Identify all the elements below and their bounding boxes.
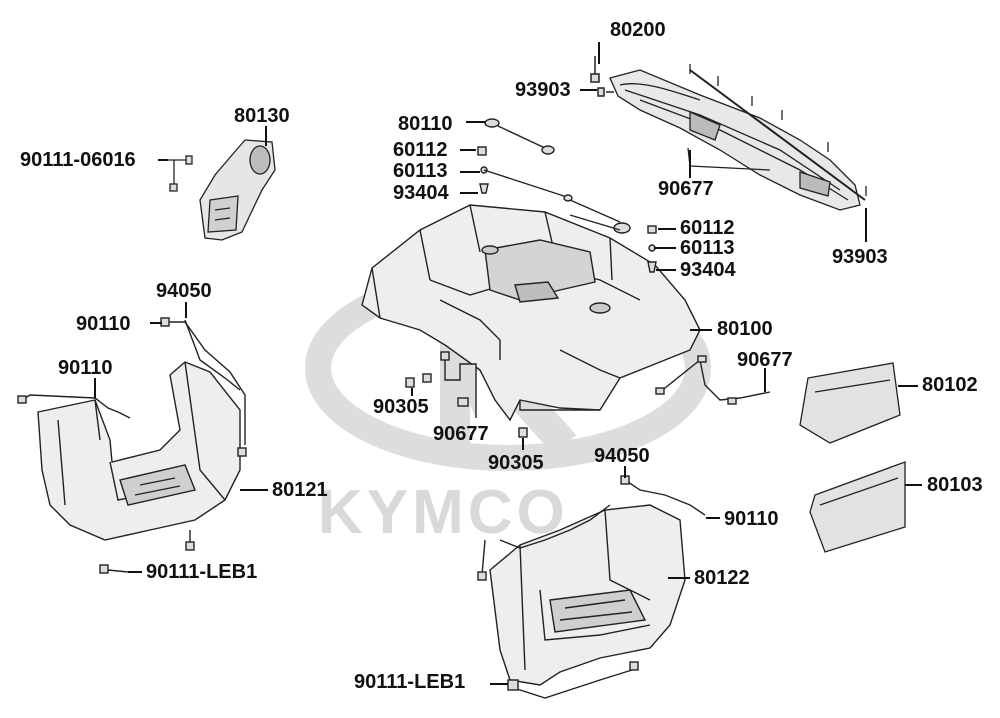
label-90305-bottom: 90305 bbox=[488, 452, 544, 474]
label-80200: 80200 bbox=[610, 19, 666, 41]
label-90677-top: 90677 bbox=[658, 178, 714, 200]
center-bolts bbox=[405, 351, 528, 438]
rear-rack-part bbox=[609, 64, 867, 211]
label-94050-left: 94050 bbox=[156, 280, 212, 302]
label-60112-right: 60112 bbox=[680, 217, 735, 239]
bolt-90111-06016 bbox=[166, 155, 193, 192]
pad-80102 bbox=[799, 362, 901, 444]
label-60112-left: 60112 bbox=[393, 139, 448, 161]
label-80103: 80103 bbox=[927, 474, 983, 496]
label-93903-top: 93903 bbox=[515, 79, 571, 101]
label-90110-right: 90110 bbox=[724, 508, 779, 530]
kymco-watermark-text: KYMCO bbox=[318, 478, 569, 547]
label-80110: 80110 bbox=[398, 113, 453, 135]
label-60113-right: 60113 bbox=[680, 237, 735, 259]
label-80100: 80100 bbox=[717, 318, 773, 340]
label-93404-right: 93404 bbox=[680, 259, 736, 281]
label-90305-left: 90305 bbox=[373, 396, 429, 418]
label-93903-right: 93903 bbox=[832, 246, 888, 268]
leader-lines bbox=[94, 42, 922, 685]
label-93404-left: 93404 bbox=[393, 182, 449, 204]
label-90111-leb1-left: 90111-LEB1 bbox=[146, 561, 258, 583]
bolt-93903-top bbox=[590, 56, 614, 97]
label-90110-left-lower: 90110 bbox=[58, 357, 113, 379]
clip-90677-wire bbox=[655, 355, 771, 405]
label-90111-06016: 90111-06016 bbox=[20, 149, 136, 171]
label-80102: 80102 bbox=[922, 374, 978, 396]
label-80130: 80130 bbox=[234, 105, 290, 127]
label-90677-bottom: 90677 bbox=[433, 423, 489, 445]
right-footrest-80122 bbox=[489, 504, 686, 686]
label-90677-mid: 90677 bbox=[737, 349, 793, 371]
label-80121: 80121 bbox=[272, 479, 328, 501]
label-90110-left-upper: 90110 bbox=[76, 313, 131, 335]
left-footrest-80121 bbox=[37, 361, 241, 541]
fender-fasteners bbox=[477, 118, 657, 273]
pad-80103 bbox=[809, 461, 906, 553]
left-footrest-fasteners bbox=[17, 317, 247, 574]
label-60113-left: 60113 bbox=[393, 160, 448, 182]
label-80122: 80122 bbox=[694, 567, 750, 589]
label-94050-right: 94050 bbox=[594, 445, 650, 467]
rear-fender-80100 bbox=[361, 204, 701, 422]
label-90111-leb1-bottom: 90111-LEB1 bbox=[354, 671, 466, 693]
side-cover-80130 bbox=[199, 139, 276, 241]
